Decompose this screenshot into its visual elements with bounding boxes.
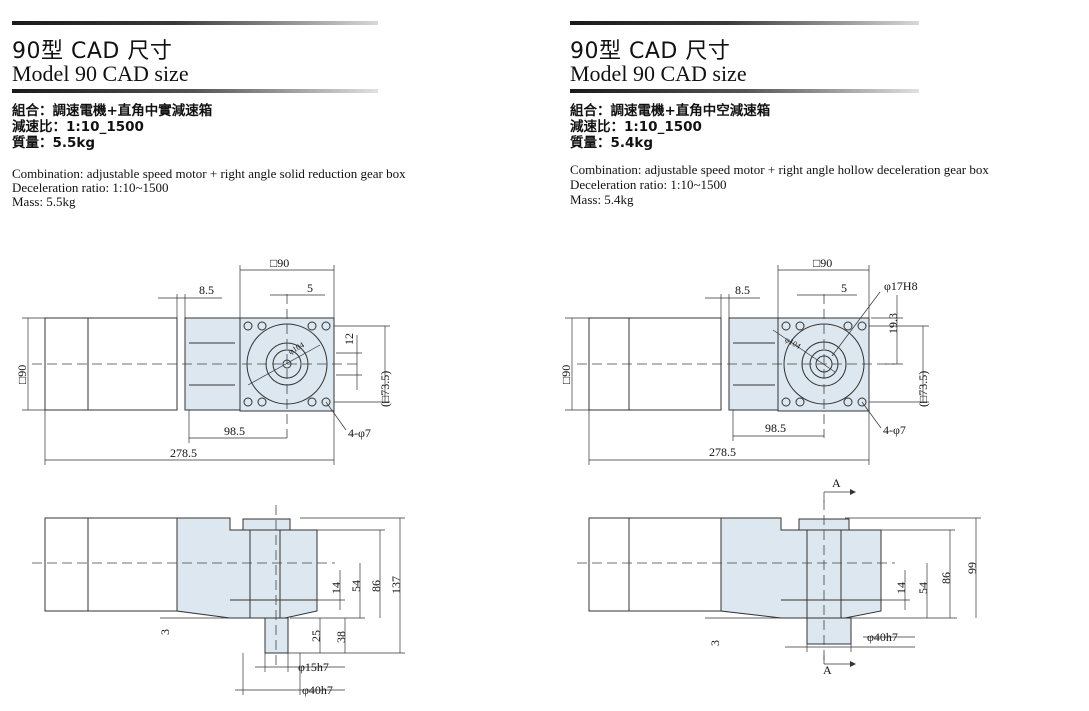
- title-chinese: 90型 CAD 尺寸: [12, 39, 173, 64]
- title-rule: [12, 89, 378, 93]
- spec-combination-cn: 組合：調速電機+直角中空減速箱: [570, 103, 771, 119]
- panel-solid-gearbox: 90型 CAD 尺寸 Model 90 CAD size 組合：調速電機+直角中…: [0, 0, 544, 711]
- spec-combination-cn: 組合：調速電機+直角中實減速箱: [12, 103, 213, 119]
- mounting-holes: [243, 321, 331, 407]
- dim-square-90-top: □90: [270, 256, 289, 270]
- dim-14: 14: [894, 582, 908, 594]
- output-shaft: [264, 617, 289, 654]
- spec-mass-en: Mass: 5.4kg: [570, 192, 634, 207]
- dim-8-5: 8.5: [735, 283, 750, 297]
- dim-8-5: 8.5: [199, 283, 214, 297]
- section-a-bottom: A: [823, 663, 832, 677]
- title-rule: [570, 89, 919, 93]
- dim-5: 5: [841, 281, 847, 295]
- top-rule: [12, 21, 378, 25]
- dim-54: 54: [916, 582, 930, 594]
- dim-square-90-side: □90: [15, 365, 29, 384]
- spec-ratio-en: Deceleration ratio: 1:10~1500: [570, 177, 727, 192]
- dim-square-73-5: (□73.5): [916, 371, 930, 407]
- panel-hollow-gearbox: 90型 CAD 尺寸 Model 90 CAD size 組合：調速電機+直角中…: [545, 0, 1089, 711]
- dim-137: 137: [389, 576, 403, 594]
- dim-278-5: 278.5: [170, 446, 197, 460]
- top-rule: [570, 21, 919, 25]
- dim-25: 25: [309, 630, 323, 642]
- dim-5: 5: [307, 281, 313, 295]
- section-a-top: A: [832, 476, 841, 490]
- spec-ratio-cn: 減速比：1:10_1500: [570, 119, 702, 135]
- dim-98-5: 98.5: [765, 421, 786, 435]
- title-english: Model 90 CAD size: [570, 61, 747, 86]
- dim-3: 3: [158, 629, 172, 635]
- title-chinese: 90型 CAD 尺寸: [570, 39, 731, 64]
- dim-98-5: 98.5: [224, 424, 245, 438]
- hollow-output-collar: [806, 617, 852, 645]
- dim-14: 14: [329, 582, 343, 594]
- motor-body-side: [44, 517, 178, 612]
- top-view: □90 8.5 5 φ17H8 19.3 (□73.5) □90 φ104 4-: [559, 256, 930, 465]
- spec-mass-en: Mass: 5.5kg: [12, 194, 76, 209]
- dim-phi-17H8: φ17H8: [884, 279, 918, 293]
- dim-278-5: 278.5: [709, 445, 736, 459]
- side-view: 14 54 86 137 25 38 3 φ15h7 φ40h7: [32, 505, 405, 697]
- spec-mass-cn: 質量：5.5kg: [12, 135, 96, 151]
- dim-square-90-side: □90: [559, 365, 573, 384]
- solid-gearbox-drawing: □90 8.5 5 12 (□73.5) □90 φ104 4-φ7: [15, 256, 405, 697]
- dim-phi-15h7: φ15h7: [298, 660, 329, 674]
- dim-86: 86: [939, 572, 953, 584]
- spec-ratio-cn: 減速比：1:10_1500: [12, 119, 144, 135]
- gearbox-side: [720, 517, 882, 619]
- dim-3: 3: [708, 640, 722, 646]
- gearbox-side: [176, 517, 318, 619]
- spec-combination-en: Combination: adjustable speed motor + ri…: [570, 162, 989, 177]
- spec-ratio-en: Deceleration ratio: 1:10~1500: [12, 180, 169, 195]
- spec-mass-cn: 質量：5.4kg: [570, 135, 654, 151]
- mounting-holes: [781, 321, 867, 407]
- side-view: A 14 54 86 99: [577, 476, 981, 677]
- dim-holes-4-phi7: 4-φ7: [348, 426, 371, 440]
- dim-99: 99: [965, 562, 979, 574]
- top-view: □90 8.5 5 12 (□73.5) □90 φ104 4-φ7: [15, 256, 392, 465]
- dim-phi-40h7: φ40h7: [302, 683, 333, 697]
- dim-19-3: 19.3: [886, 313, 900, 334]
- dim-86: 86: [369, 580, 383, 592]
- motor-body-side: [588, 517, 722, 612]
- dim-square-90-top: □90: [813, 256, 832, 270]
- dim-54: 54: [349, 580, 363, 592]
- gearbox-face: [777, 317, 870, 412]
- dim-phi-40h7: φ40h7: [867, 630, 898, 644]
- hollow-gearbox-drawing: □90 8.5 5 φ17H8 19.3 (□73.5) □90 φ104 4-: [559, 256, 981, 677]
- dim-square-73-5: (□73.5): [378, 371, 392, 407]
- dim-holes-4-phi7: 4-φ7: [883, 423, 906, 437]
- spec-combination-en: Combination: adjustable speed motor + ri…: [12, 166, 406, 181]
- dim-12: 12: [342, 333, 356, 345]
- title-english: Model 90 CAD size: [12, 61, 189, 86]
- dim-38: 38: [334, 631, 348, 643]
